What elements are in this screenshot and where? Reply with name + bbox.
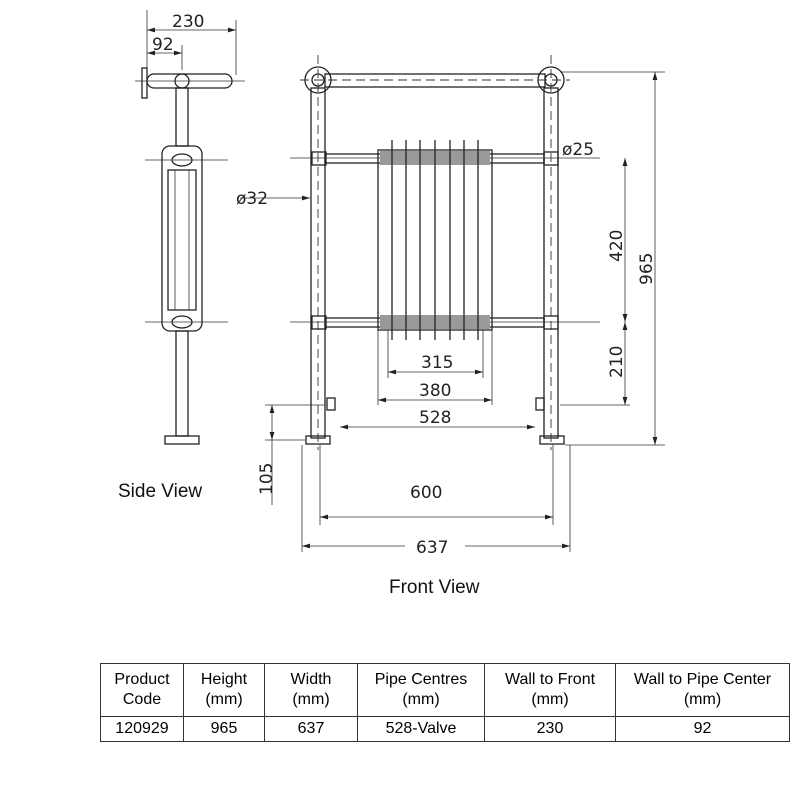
header-line: (mm): [292, 691, 330, 708]
header-line: Code: [122, 691, 162, 708]
header-line: Product: [114, 671, 170, 688]
table-row: 120929 965 637 528-Valve 230 92: [100, 716, 790, 742]
header-line: Height: [200, 671, 248, 688]
dim-wall-to-pipe: 92: [152, 35, 174, 55]
header-line: (mm): [683, 691, 722, 708]
dim-rail-spacing: 420: [607, 230, 627, 262]
header-line: (mm): [205, 691, 243, 708]
dim-pipe-diameter-main: ø32: [236, 189, 268, 209]
cell-height: 965: [183, 716, 265, 742]
side-view: 230 92: [135, 10, 245, 445]
radiator-columns: [377, 140, 493, 340]
header-line: Pipe Centres: [374, 671, 468, 688]
header-wall-to-front: Wall to Front (mm): [484, 663, 616, 717]
dim-pipe-centres: 528: [419, 408, 451, 428]
dim-foot-centres: 600: [410, 483, 442, 503]
header-line: Width: [290, 671, 332, 688]
cell-product-code: 120929: [100, 716, 184, 742]
cell-pipe-centres: 528-Valve: [357, 716, 485, 742]
dim-overall-width: 637: [416, 538, 448, 558]
header-wall-to-pipe-center: Wall to Pipe Center (mm): [615, 663, 790, 717]
dim-rad-inner: 315: [421, 353, 453, 373]
header-line: Wall to Pipe Center: [633, 671, 772, 688]
header-line: (mm): [531, 691, 569, 708]
header-pipe-centres: Pipe Centres (mm): [357, 663, 485, 717]
side-view-label: Side View: [118, 481, 203, 502]
cell-width: 637: [264, 716, 358, 742]
cell-wall-to-pipe-center: 92: [615, 716, 790, 742]
front-view-label: Front View: [389, 577, 480, 598]
header-line: Wall to Front: [504, 671, 596, 688]
front-view: ø32 ø25 420 210 965 315 380 528 105 600 …: [236, 55, 665, 558]
cell-wall-to-front: 230: [484, 716, 616, 742]
dim-lower-rail-height: 210: [607, 346, 627, 378]
header-height: Height (mm): [183, 663, 265, 717]
dim-pipe-diameter-rail: ø25: [562, 140, 594, 160]
dim-rad-outer: 380: [419, 381, 451, 401]
dim-overall-height: 965: [637, 253, 657, 285]
header-width: Width (mm): [264, 663, 358, 717]
dim-valve-height: 105: [257, 463, 277, 495]
header-line: (mm): [402, 691, 440, 708]
dim-wall-to-front: 230: [172, 12, 204, 32]
